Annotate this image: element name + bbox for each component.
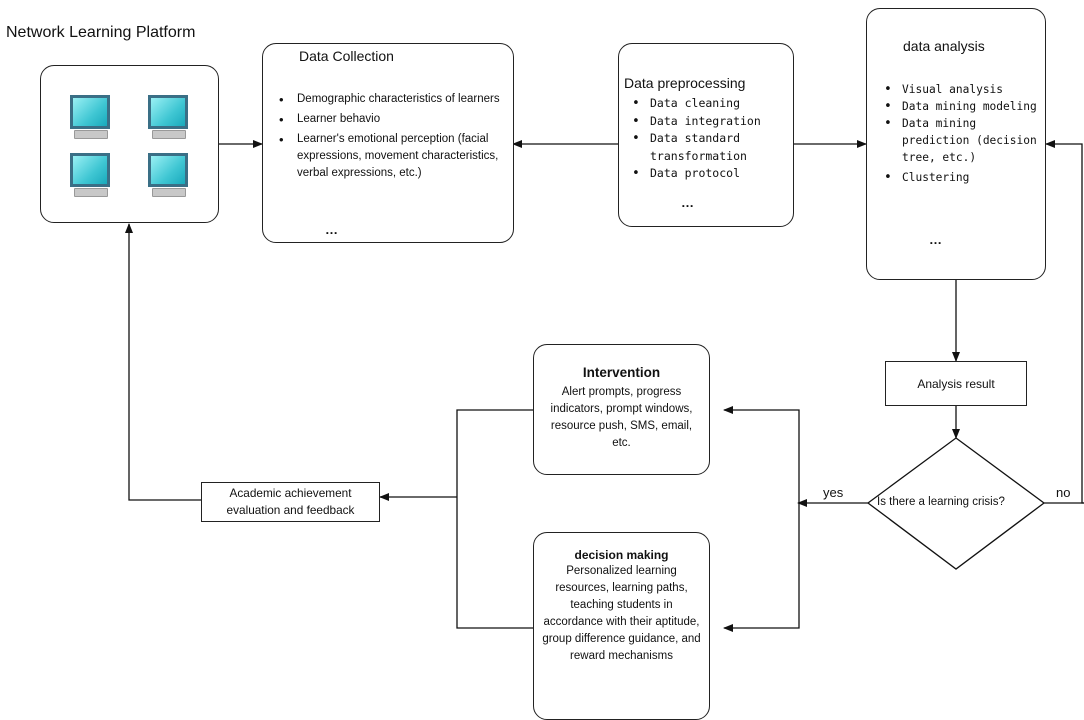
platform-title: Network Learning Platform bbox=[6, 24, 196, 41]
computer-monitor-icon bbox=[148, 153, 188, 197]
list-item: Data cleaning bbox=[632, 95, 790, 113]
list-item: Data standard transformation bbox=[632, 130, 790, 165]
analysis-result-label: Analysis result bbox=[917, 377, 995, 391]
data-preprocessing-ellipsis: … bbox=[681, 195, 694, 210]
list-item: Visual analysis bbox=[884, 81, 1042, 98]
data-preprocessing-box: Data preprocessing Data cleaning Data in… bbox=[618, 43, 794, 227]
list-item: Learner's emotional perception (facial e… bbox=[279, 131, 509, 182]
data-collection-title: Data Collection bbox=[299, 48, 394, 64]
list-item: Demographic characteristics of learners bbox=[279, 91, 509, 108]
evaluation-label: Academic achievement evaluation and feed… bbox=[226, 486, 355, 517]
list-item: Learner behavio bbox=[279, 111, 509, 128]
no-label: no bbox=[1056, 485, 1071, 500]
computer-monitor-icon bbox=[70, 153, 110, 197]
data-collection-list: Demographic characteristics of learners … bbox=[279, 91, 509, 182]
edge-split-to-decision-making bbox=[723, 503, 800, 632]
intervention-body: Alert prompts, progress indicators, prom… bbox=[550, 386, 693, 449]
analysis-result-box: Analysis result bbox=[885, 361, 1027, 406]
data-preprocessing-title: Data preprocessing bbox=[624, 75, 746, 91]
evaluation-box: Academic achievement evaluation and feed… bbox=[201, 482, 380, 522]
data-preprocessing-list: Data cleaning Data integration Data stan… bbox=[632, 95, 790, 183]
list-item: Clustering bbox=[884, 169, 1042, 186]
list-item: Data protocol bbox=[632, 165, 790, 183]
decision-making-body: Personalized learning resources, learnin… bbox=[542, 565, 701, 662]
edge-evaluation-to-platform bbox=[125, 223, 201, 501]
platform-box bbox=[40, 65, 219, 223]
data-collection-box: Data Collection Demographic characterist… bbox=[262, 43, 514, 243]
data-collection-ellipsis: … bbox=[325, 222, 338, 237]
intervention-box: Intervention Alert prompts, progress ind… bbox=[533, 344, 710, 475]
list-item: Data integration bbox=[632, 113, 790, 131]
list-item: Data mining modeling bbox=[884, 98, 1042, 115]
decision-question: Is there a learning crisis? bbox=[877, 496, 1005, 508]
yes-label: yes bbox=[823, 485, 844, 500]
data-analysis-title: data analysis bbox=[903, 38, 985, 54]
computer-monitor-icon bbox=[148, 95, 188, 139]
edge-split-to-intervention bbox=[723, 406, 800, 503]
decision-making-title: decision making bbox=[574, 548, 669, 562]
computer-monitor-icon bbox=[70, 95, 110, 139]
edge-intervention-to-merge bbox=[456, 409, 533, 629]
decision-making-box: decision making Personalized learning re… bbox=[533, 532, 710, 720]
data-analysis-box: data analysis Visual analysis Data minin… bbox=[866, 8, 1046, 280]
edge-no-branch-return bbox=[1045, 140, 1084, 504]
list-item: Data mining prediction (decision tree, e… bbox=[884, 115, 1042, 166]
decision-diamond bbox=[866, 437, 1046, 570]
intervention-title: Intervention bbox=[582, 365, 661, 380]
data-analysis-list: Visual analysis Data mining modeling Dat… bbox=[884, 81, 1042, 186]
data-analysis-ellipsis: … bbox=[929, 232, 942, 247]
